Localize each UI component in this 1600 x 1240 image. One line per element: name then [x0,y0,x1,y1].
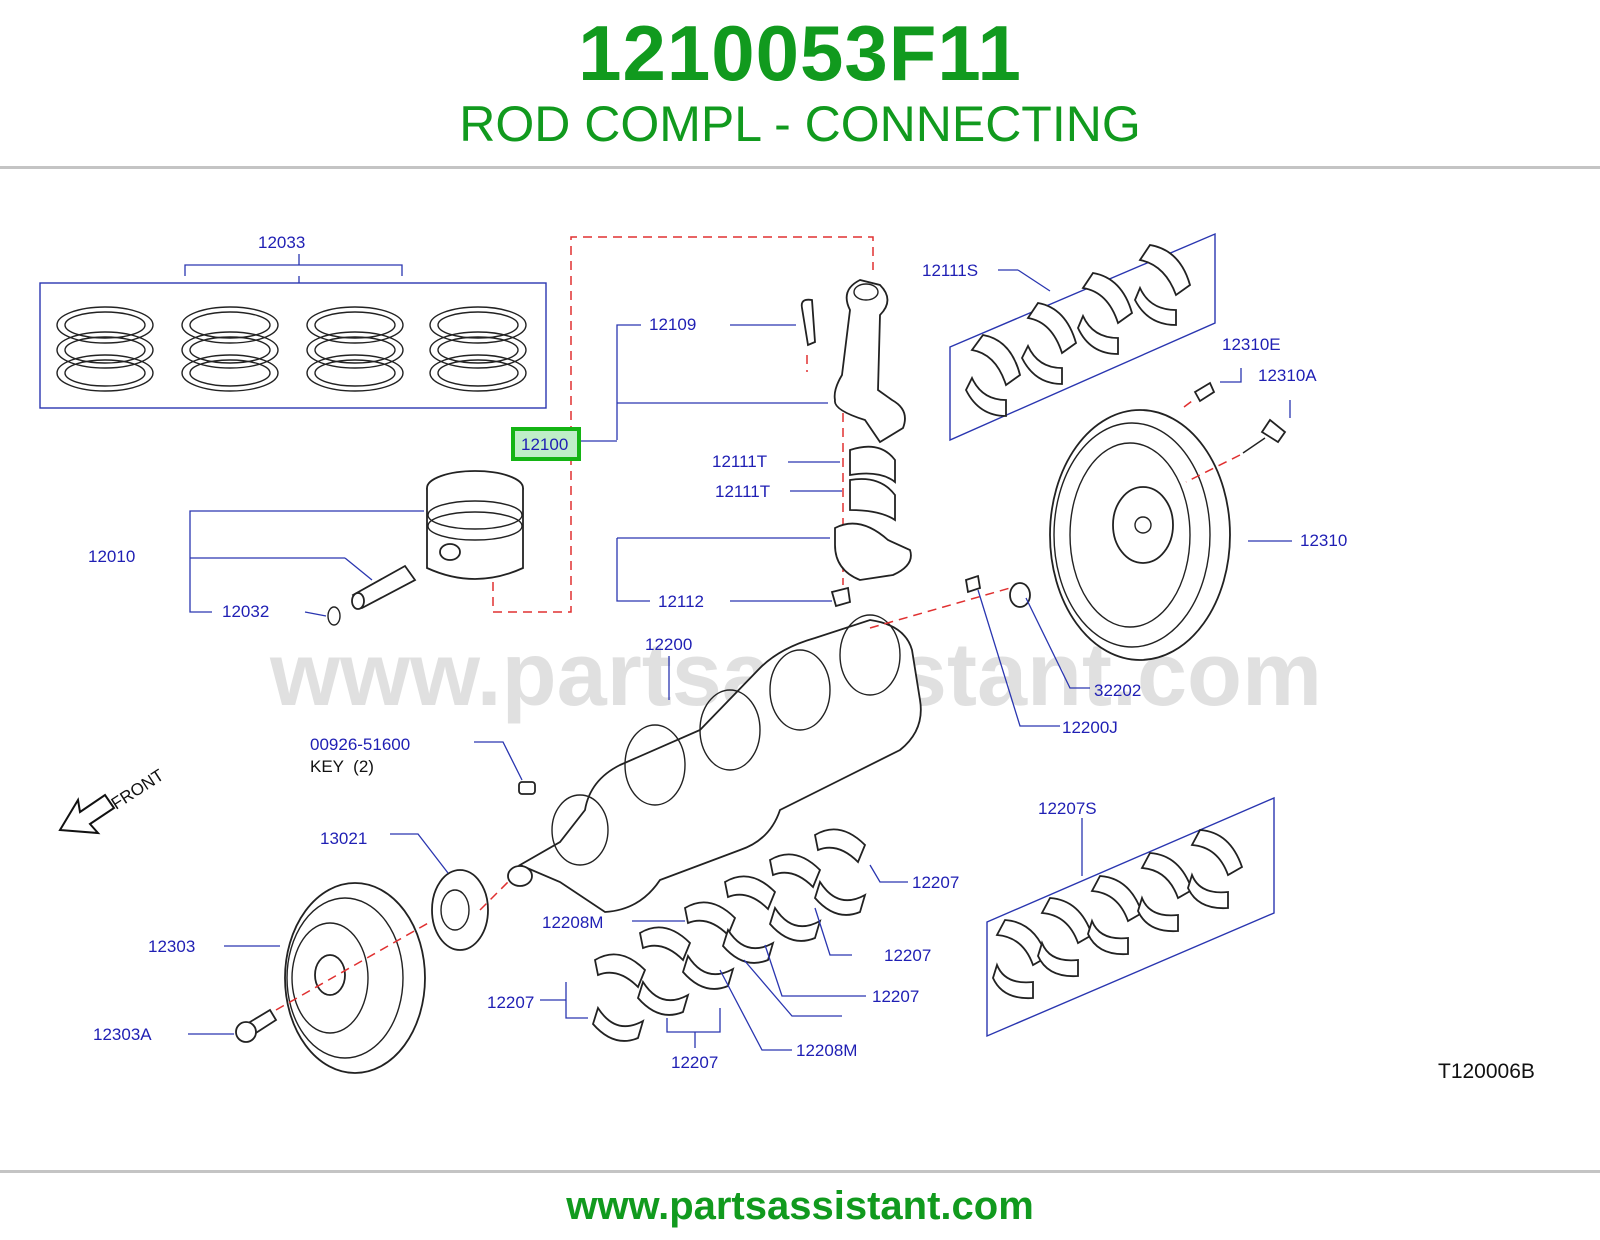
label-12100[interactable]: 12100 [521,435,568,454]
label-12111T-lower[interactable]: 12111T [715,482,770,501]
crankshaft-drawing [507,574,1031,913]
label-12310A[interactable]: 12310A [1258,366,1317,385]
label-12200J[interactable]: 12200J [1062,718,1118,737]
page-header: 1210053F11 ROD COMPL - CONNECTING [0,0,1600,170]
label-12208M-a[interactable]: 12208M [542,913,603,932]
label-12033[interactable]: 12033 [258,233,305,252]
part-number-title: 1210053F11 [578,9,1022,97]
label-12111S[interactable]: 12111S [922,261,978,280]
label-12010[interactable]: 12010 [88,547,135,566]
crank-sprocket-drawing [431,869,489,951]
label-12207S[interactable]: 12207S [1038,799,1097,818]
diagram-canvas: www.partsassistant.com [39,232,1535,1083]
piston-drawing [327,470,524,626]
piston-ring-set-drawing [39,254,547,409]
part-name-subtitle: ROD COMPL - CONNECTING [459,96,1141,152]
front-label: FRONT [108,766,167,814]
label-12207-b[interactable]: 12207 [884,946,931,965]
label-12303[interactable]: 12303 [148,937,195,956]
label-00926-51600[interactable]: 00926-51600 [310,735,410,754]
crank-pulley-drawing [235,882,426,1074]
flywheel-drawing [1049,381,1287,661]
label-12303A[interactable]: 12303A [93,1025,152,1044]
parts-diagram: www.partsassistant.com [0,170,1600,1170]
label-12112[interactable]: 12112 [658,592,704,611]
connecting-rod-drawing [800,279,912,608]
label-12109[interactable]: 12109 [649,315,696,334]
label-32202[interactable]: 32202 [1094,681,1141,700]
label-12310E[interactable]: 12310E [1222,335,1281,354]
footer-website[interactable]: www.partsassistant.com [566,1184,1034,1228]
front-arrow [58,793,116,835]
label-12207-a[interactable]: 12207 [912,873,959,892]
label-12208M-b[interactable]: 12208M [796,1041,857,1060]
highlighted-part-box[interactable] [511,427,581,461]
footer-divider [0,1170,1600,1173]
label-12310[interactable]: 12310 [1300,531,1347,550]
header-divider [0,166,1600,169]
label-12200[interactable]: 12200 [645,635,692,654]
label-12207-e[interactable]: 12207 [671,1053,718,1072]
rod-bearing-set-drawing [949,232,1216,442]
diagram-reference-code: T120006B [1438,1060,1535,1083]
label-key: KEY (2) [310,757,374,776]
label-12207-d[interactable]: 12207 [487,993,534,1012]
label-12111T-upper[interactable]: 12111T [712,452,767,471]
label-12032[interactable]: 12032 [222,602,269,621]
main-bearing-set-drawing [986,796,1275,1038]
label-12207-c[interactable]: 12207 [872,987,919,1006]
main-bearings-drawing [591,828,867,1042]
label-13021[interactable]: 13021 [320,829,367,848]
